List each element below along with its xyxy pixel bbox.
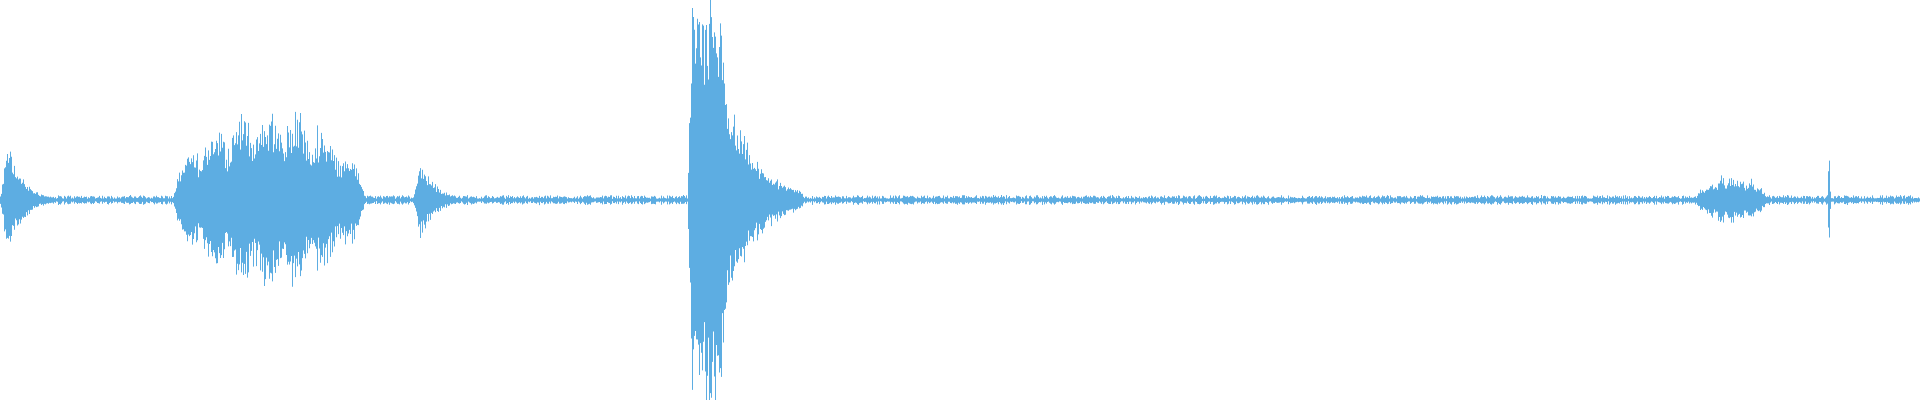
waveform-canvas <box>0 0 1920 400</box>
waveform-samples <box>0 0 1920 400</box>
audio-waveform-view <box>0 0 1920 400</box>
